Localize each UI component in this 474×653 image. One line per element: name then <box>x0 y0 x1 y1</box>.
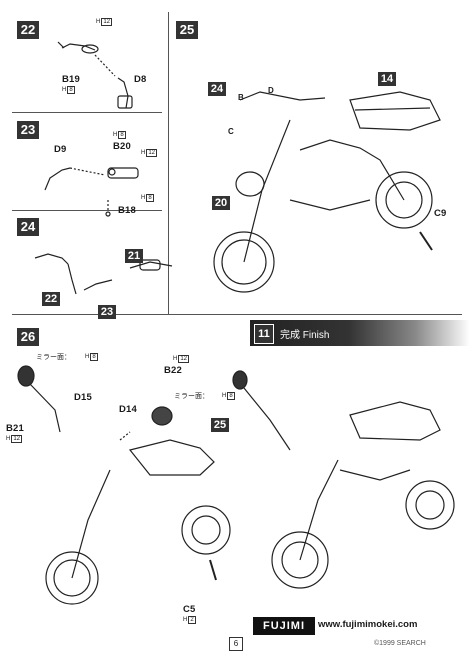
panel-divider-23-24 <box>12 210 162 211</box>
mirror-face-label-2: ミラー面： <box>174 393 209 400</box>
horizontal-divider <box>12 314 462 315</box>
part-b19: B19 <box>62 74 81 85</box>
part-d8: D8 <box>134 74 147 85</box>
step-14-badge: 14 <box>378 72 396 86</box>
step-25b-badge: 25 <box>211 418 229 432</box>
step-20-badge: 20 <box>212 196 230 210</box>
step-22-badge: 22 <box>17 21 39 39</box>
part-c-letter: C <box>228 127 234 136</box>
finish-step-number: 11 <box>254 324 274 344</box>
finish-title: 完成 Finish <box>280 330 330 341</box>
vertical-divider <box>168 12 169 314</box>
part-b18: B18 <box>118 205 137 216</box>
watermark: ©1999 SEARCH <box>374 640 426 647</box>
part-d-letter: D <box>268 86 274 95</box>
finish-banner <box>250 320 470 346</box>
step-26-badge: 26 <box>17 328 39 346</box>
step-21-badge: 21 <box>125 249 143 263</box>
part-b21: B21 <box>6 423 25 434</box>
part-c9: C9 <box>434 208 447 219</box>
step-24b-badge: 24 <box>208 82 226 96</box>
part-d15: D15 <box>74 392 93 403</box>
part-c5: C5 <box>183 604 196 615</box>
mirror-face-label-1: ミラー面： <box>36 354 71 361</box>
step-24-badge: 24 <box>17 218 39 236</box>
website-url[interactable]: www.fujimimokei.com <box>318 619 418 630</box>
part-b22: B22 <box>164 365 183 376</box>
page-number: 6 <box>229 637 243 651</box>
step-22b-badge: 22 <box>42 292 60 306</box>
part-d9: D9 <box>54 144 67 155</box>
step-23-badge: 23 <box>17 121 39 139</box>
part-b-letter: B <box>238 93 244 102</box>
part-d14: D14 <box>119 404 138 415</box>
fujimi-logo: FUJIMI <box>253 617 315 635</box>
panel-divider-22-23 <box>12 112 162 113</box>
step-23b-badge: 23 <box>98 305 116 319</box>
step-25-badge: 25 <box>176 21 198 39</box>
part-b20: B20 <box>113 141 132 152</box>
